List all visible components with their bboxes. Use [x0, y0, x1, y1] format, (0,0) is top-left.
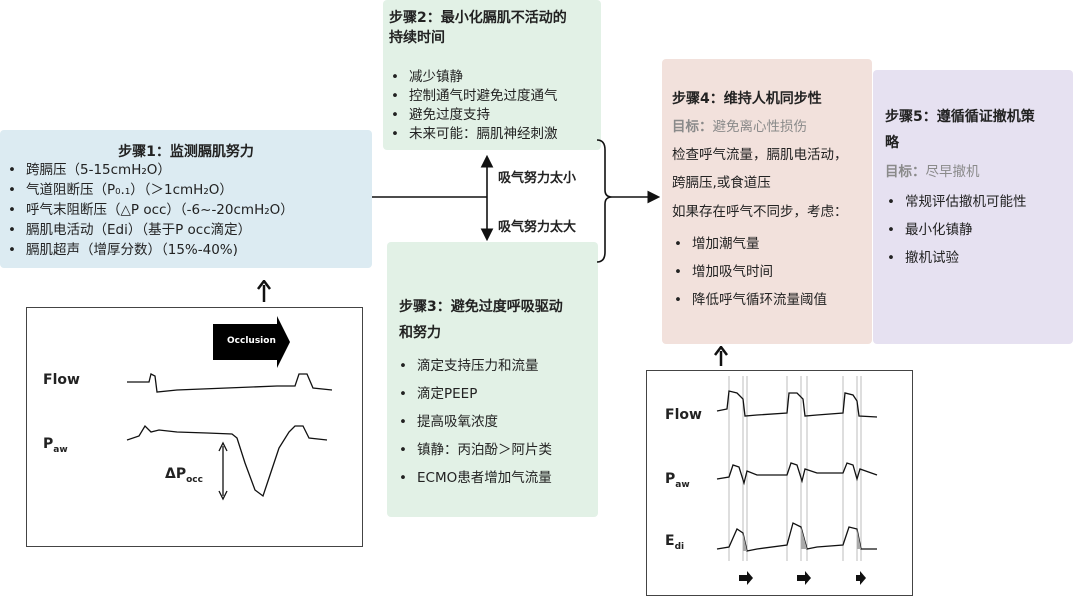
- right-arrow-icon: [797, 571, 811, 585]
- list-item: 滴定支持压力和流量: [391, 352, 552, 380]
- right-arrow-icon: [856, 571, 866, 585]
- brace: [596, 139, 613, 263]
- paw-label-sub: aw: [53, 444, 68, 455]
- step2-box: 步骤2：最小化膈肌不活动的 持续时间 减少镇静 控制通气时避免过度通气 避免过度…: [383, 0, 601, 150]
- step3-box: 步骤3：避免过度呼吸驱动 和努力 滴定支持压力和流量 滴定PEEP 提高吸氧浓度…: [387, 242, 598, 517]
- paw-label: Paw: [665, 471, 690, 490]
- delta-pocc-label: ΔPocc: [165, 466, 203, 485]
- paw-label-sub: aw: [675, 479, 690, 490]
- step4-line3: 如果存在呼气不同步，考虑：: [672, 204, 848, 220]
- list-item: 跨膈压（5-15cmH₂O）: [0, 160, 294, 180]
- waveform-panel-right: Flow Paw Edi: [646, 370, 913, 596]
- right-arrow-icon: [739, 571, 753, 585]
- edi-shade: [743, 533, 747, 551]
- step2-title: 步骤2：最小化膈肌不活动的 持续时间: [389, 8, 567, 48]
- list-item: 未来可能：膈肌神经刺激: [383, 125, 558, 144]
- list-item: 增加吸气时间: [666, 258, 827, 286]
- list-item: 降低呼气循环流量阈值: [666, 286, 827, 314]
- edi-label-main: E: [665, 533, 675, 549]
- step2-list: 减少镇静 控制通气时避免过度通气 避免过度支持 未来可能：膈肌神经刺激: [383, 68, 558, 144]
- step2-title-line2: 持续时间: [389, 30, 445, 46]
- flow-label: Flow: [43, 372, 80, 388]
- waveform-left-svg: [126, 316, 333, 501]
- occlusion-arrow: [213, 316, 290, 368]
- list-item: 气道阻断压（P₀.₁）（＞1cmH₂O）: [0, 180, 294, 200]
- step4-goal: 目标：避免离心性损伤: [672, 117, 807, 137]
- arrow-up-icon: [714, 346, 728, 366]
- edi-label: Edi: [665, 533, 684, 552]
- list-item: 镇静：丙泊酚＞阿片类: [391, 436, 552, 464]
- edi-shade: [857, 529, 861, 549]
- list-item: 膈肌超声（增厚分数）（15%-40%): [0, 240, 294, 260]
- list-item: 最小化镇静: [879, 216, 1027, 244]
- list-item: 提高吸氧浓度: [391, 408, 552, 436]
- edi-trace: [716, 522, 877, 552]
- paw-label: Paw: [43, 436, 68, 455]
- step4-line1: 检查呼气流量，膈肌电活动，: [672, 147, 848, 163]
- step4-goal-text: 避免离心性损伤: [712, 119, 808, 135]
- list-item: ECMO患者增加气流量: [391, 464, 552, 492]
- occlusion-label: Occlusion: [227, 336, 276, 346]
- list-item: 常规评估撤机可能性: [879, 188, 1027, 216]
- list-item: 膈肌电活动（Edi）（基于P occ滴定）: [0, 220, 294, 240]
- list-item: 增加潮气量: [666, 230, 827, 258]
- list-item: 避免过度支持: [383, 106, 558, 125]
- list-item: 撤机试验: [879, 244, 1027, 272]
- paw-label-main: P: [665, 471, 676, 487]
- delta-arrow-bottom: [218, 490, 228, 501]
- step4-box: 步骤4：维持人机同步性 目标：避免离心性损伤 检查呼气流量，膈肌电活动， 跨膈压…: [662, 59, 872, 344]
- edi-label-sub: di: [674, 541, 685, 552]
- step4-goal-label: 目标：: [672, 119, 713, 135]
- flow-trace: [127, 373, 333, 393]
- step1-box: 步骤1：监测膈肌努力 跨膈压（5-15cmH₂O） 气道阻断压（P₀.₁）（＞1…: [0, 130, 372, 268]
- step3-title: 步骤3：避免过度呼吸驱动 和努力: [399, 294, 563, 346]
- flow-trace: [716, 390, 878, 418]
- step3-list: 滴定支持压力和流量 滴定PEEP 提高吸氧浓度 镇静：丙泊酚＞阿片类 ECMO患…: [391, 352, 552, 492]
- branch-low-label: 吸气努力太小: [498, 171, 577, 186]
- flow-label: Flow: [665, 407, 702, 423]
- paw-label-main: P: [43, 436, 54, 452]
- time-gridlines: [728, 376, 862, 561]
- list-item: 控制通气时避免过度通气: [383, 87, 558, 106]
- step2-title-line1: 步骤2：最小化膈肌不活动的: [389, 10, 567, 26]
- step4-title: 步骤4：维持人机同步性: [672, 91, 822, 107]
- step5-title: 步骤5：遵循循证撤机策 略: [885, 104, 1035, 156]
- list-item: 减少镇静: [383, 68, 558, 87]
- step4-list: 增加潮气量 增加吸气时间 降低呼气循环流量阈值: [666, 230, 827, 314]
- step5-list: 常规评估撤机可能性 最小化镇静 撤机试验: [879, 188, 1027, 272]
- step5-goal-text: 尽早撤机: [925, 164, 980, 180]
- delta-pocc-main: ΔP: [165, 466, 187, 482]
- step5-goal-label: 目标：: [885, 164, 926, 180]
- edi-shade: [801, 527, 807, 549]
- delta-pocc-sub: occ: [186, 474, 203, 485]
- step5-title-line2: 略: [885, 135, 899, 151]
- paw-trace: [716, 462, 878, 486]
- step1-list: 跨膈压（5-15cmH₂O） 气道阻断压（P₀.₁）（＞1cmH₂O） 呼气末阻…: [0, 160, 294, 260]
- step1-title: 步骤1：监测膈肌努力: [118, 144, 254, 160]
- waveform-right-svg: [716, 376, 878, 585]
- step4-line2: 跨膈压,或食道压: [672, 175, 771, 191]
- step5-goal: 目标：尽早撤机: [885, 162, 980, 182]
- waveform-panel-left: Occlusion Flow Paw ΔPocc: [26, 307, 363, 547]
- paw-trace: [126, 424, 328, 498]
- list-item: 滴定PEEP: [391, 380, 552, 408]
- arrow-up-icon: [257, 280, 271, 302]
- step3-title-line1: 步骤3：避免过度呼吸驱动: [399, 299, 563, 315]
- step5-title-line1: 步骤5：遵循循证撤机策: [885, 109, 1035, 125]
- step5-box: 步骤5：遵循循证撤机策 略 目标：尽早撤机 常规评估撤机可能性 最小化镇静 撤机…: [873, 70, 1073, 344]
- step3-title-line2: 和努力: [399, 325, 441, 341]
- branch-high-label: 吸气努力太大: [498, 220, 577, 235]
- list-item: 呼气末阻断压（△P occ）（-6~-20cmH₂O）: [0, 200, 294, 220]
- delta-arrow-top: [218, 441, 228, 452]
